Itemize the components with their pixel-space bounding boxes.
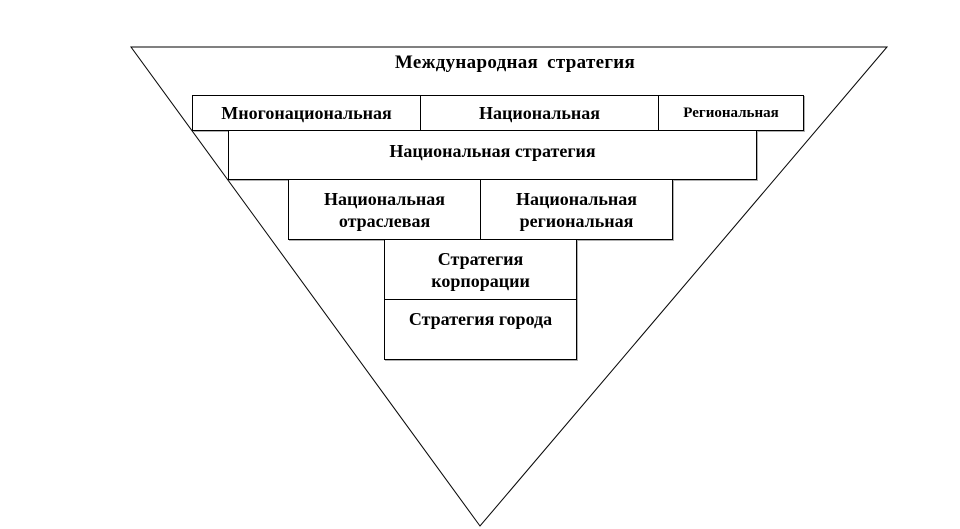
international-strategy-title: Международная стратегия: [394, 52, 636, 73]
national-sectoral-box: Национальная отраслевая: [288, 179, 481, 240]
city-strategy-box: Стратегия города: [384, 299, 577, 360]
corporate-strategy-box: Стратегия корпорации: [384, 239, 577, 300]
multinational-box: Многонациональная: [192, 95, 421, 131]
national-regional-box: Национальная региональная: [480, 179, 673, 240]
national-strategy-box: Национальная стратегия: [228, 130, 757, 180]
regional-box: Региональная: [658, 95, 804, 131]
national-box: Национальная: [420, 95, 659, 131]
